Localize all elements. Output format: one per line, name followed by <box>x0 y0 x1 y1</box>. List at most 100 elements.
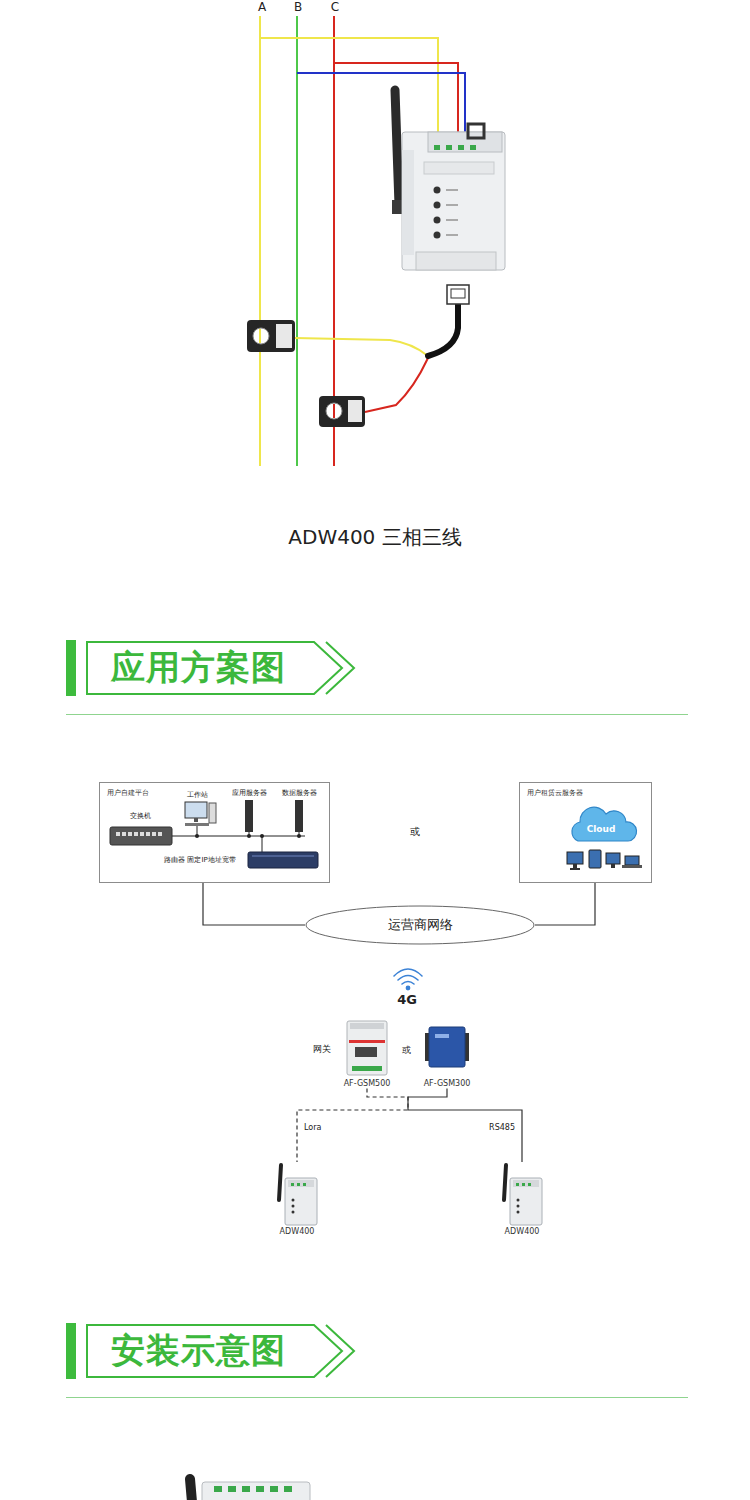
banner-chevron <box>326 642 354 694</box>
section-marker-part <box>66 714 688 715</box>
network-equipment-part <box>247 834 251 838</box>
node-text: 用户租赁云服务器 <box>527 789 644 797</box>
gateway-picture-part <box>429 1027 465 1067</box>
banner-outline <box>87 642 342 694</box>
network-equipment-part <box>110 827 172 845</box>
diagram-caption: ADW400 三相三线 <box>288 526 461 549</box>
client-devices-part <box>606 853 620 864</box>
meter-picture-part <box>292 1205 295 1208</box>
meter-picture-part <box>517 1205 520 1208</box>
network-equipment-part <box>128 832 132 836</box>
network-equipment-part <box>262 836 263 852</box>
install-device <box>190 1479 310 1500</box>
node-text: ADW400 <box>280 1227 315 1237</box>
meter-picture-part <box>504 1165 506 1200</box>
meter-picture <box>279 1165 542 1225</box>
network-equipment-part <box>252 856 314 857</box>
node-text: 应用方案图 <box>111 649 286 686</box>
meter-device <box>392 90 505 270</box>
network-equipment-part <box>260 834 264 838</box>
meter-picture-part <box>285 1178 317 1225</box>
gateway-picture-part <box>355 1047 377 1057</box>
wireless-icon-part <box>398 976 418 981</box>
current-transformer-part <box>247 320 295 352</box>
meter-device-part <box>446 219 458 221</box>
network-equipment-part <box>195 834 199 838</box>
text-label: A <box>258 1 266 15</box>
network-equipment-part <box>297 834 301 838</box>
meter-device: ADW400 <box>280 1162 315 1237</box>
node-text: AF-GSM300 <box>424 1079 471 1089</box>
install-device-part <box>270 1486 278 1492</box>
edge-label: RS485 <box>487 1123 517 1132</box>
network-equipment-part <box>140 832 144 836</box>
client-devices-part <box>567 852 583 864</box>
section-marker-part <box>66 640 76 696</box>
wireless-icon-part <box>402 982 414 985</box>
client-devices-part <box>589 850 601 868</box>
install-device-part <box>190 1479 192 1500</box>
meter-device-part <box>395 90 399 205</box>
platform-box: 用户自建平台 <box>99 782 330 883</box>
meter-picture-part <box>522 1183 525 1186</box>
node-text: ADW400 <box>505 1227 540 1237</box>
banner-chevron <box>326 1325 354 1377</box>
meter-picture-part <box>528 1183 531 1186</box>
text-label: 数据服务器 <box>282 789 317 797</box>
network-equipment-part <box>194 818 198 822</box>
text-label: 或 <box>402 1045 411 1055</box>
gateway-picture-part <box>352 1066 382 1071</box>
text-label: 或 <box>410 826 420 838</box>
connector-line <box>297 1089 408 1162</box>
text-label: B <box>294 1 302 15</box>
meter-picture-part <box>291 1183 294 1186</box>
meter-picture-part <box>510 1178 542 1225</box>
text-label: 路由器 固定IP地址宽带 <box>164 856 236 864</box>
meter-device-part <box>416 252 496 270</box>
network-equipment-part <box>158 832 162 836</box>
meter-picture-part <box>517 1211 520 1214</box>
install-device-part <box>214 1486 222 1492</box>
section-marker-part <box>66 1323 76 1379</box>
meter-picture-part <box>279 1165 281 1200</box>
meter-device-part <box>434 232 441 239</box>
meter-device: ADW400 <box>505 1162 540 1237</box>
network-equipment-part <box>295 800 303 832</box>
phase-wires-part <box>259 16 261 466</box>
rj45-cable-part <box>451 289 465 298</box>
network-equipment-part <box>122 832 126 836</box>
meter-device-part <box>446 204 458 206</box>
gateway-picture <box>347 1021 469 1075</box>
install-device-part <box>256 1486 264 1492</box>
meter-picture-part <box>297 1183 300 1186</box>
network-equipment-part <box>146 832 150 836</box>
network-equipment-part <box>134 832 138 836</box>
gateway-picture-part <box>435 1034 449 1038</box>
gateway-picture-part <box>347 1021 387 1075</box>
meter-device-part <box>446 189 458 191</box>
network-equipment-part <box>245 800 253 832</box>
section-marker-part <box>66 1397 688 1398</box>
connector-line <box>408 1089 522 1162</box>
meter-picture-part <box>288 1180 314 1187</box>
text-label: C <box>331 1 339 15</box>
cloud-server-box: 用户租赁云服务器Cloud <box>519 782 652 883</box>
gateway-picture-part <box>350 1023 384 1029</box>
network-equipment-part <box>185 802 207 818</box>
rj45-cable-part <box>295 338 428 356</box>
install-device-part <box>228 1486 236 1492</box>
current-transformer <box>247 320 365 427</box>
rj45-cable-part <box>365 358 428 412</box>
wireless-icon-part <box>406 986 409 989</box>
current-transformer-part <box>326 403 342 419</box>
network-equipment-part <box>185 823 209 826</box>
section-banner: 安装示意图 <box>85 1323 358 1379</box>
current-transformer-part <box>276 324 292 348</box>
connector-line <box>203 883 305 925</box>
connector-line <box>535 883 595 925</box>
section-marker <box>66 640 688 1398</box>
gateway-device: AF-GSM300 <box>424 1025 471 1089</box>
meter-picture-part <box>513 1180 539 1187</box>
client-devices-part <box>570 868 580 870</box>
banner-outline <box>87 1325 342 1377</box>
